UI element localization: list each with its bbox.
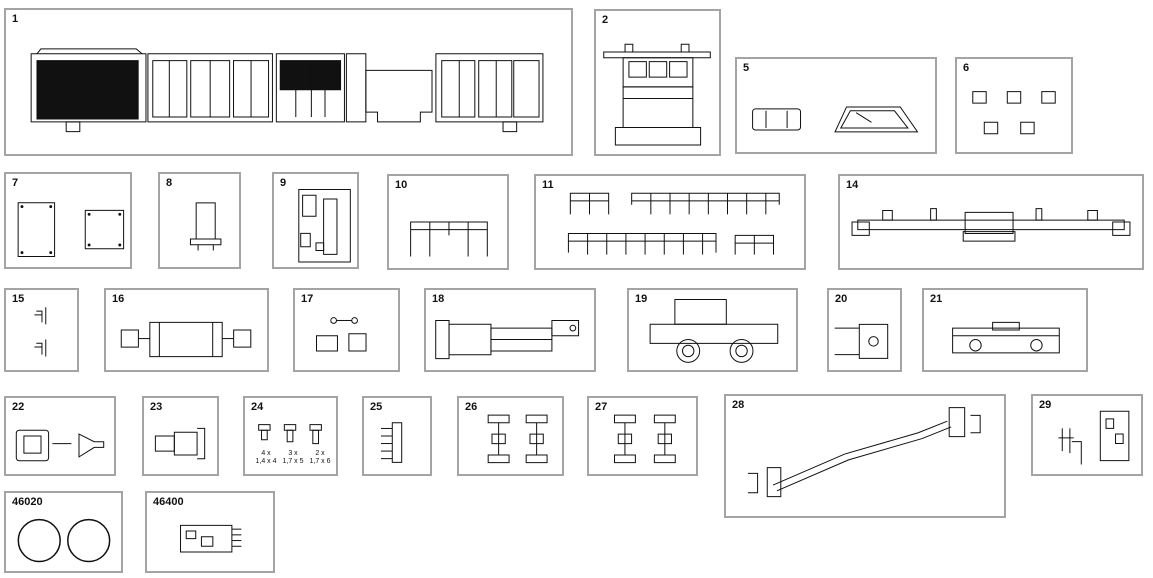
- part-1-locomotive-body: 1: [4, 8, 573, 156]
- part-number: 2: [602, 14, 609, 26]
- screws-drawing: [245, 398, 336, 474]
- wiring-harness-drawing: [726, 396, 1004, 516]
- bogie-drawing: [629, 290, 796, 370]
- part-number: 5: [743, 62, 750, 74]
- coupler-head-drawing: [144, 398, 217, 474]
- wheelsets-drawing: [589, 398, 696, 474]
- part-number: 29: [1039, 399, 1052, 411]
- cab-drawing: [596, 11, 719, 154]
- traction-tyres-drawing: [6, 493, 121, 571]
- part-number: 25: [370, 401, 383, 413]
- part-number: 7: [12, 177, 19, 189]
- part-21-bogie-frame: 21: [922, 288, 1088, 372]
- part-number: 15: [12, 293, 25, 305]
- part-number: 19: [635, 293, 648, 305]
- part-46400-decoder: 46400: [145, 491, 275, 573]
- plates-drawing: [6, 174, 130, 267]
- bracket-drawing: [829, 290, 900, 370]
- part-8-light-guide: 8: [158, 172, 241, 269]
- part-number: 46400: [153, 496, 184, 508]
- connector-drawing: [364, 398, 430, 474]
- part-number: 28: [732, 399, 745, 411]
- wheelsets-drawing: [459, 398, 562, 474]
- motor-drawing: [106, 290, 267, 370]
- part-28-wiring-harness: 28: [724, 394, 1006, 518]
- part-number: 17: [301, 293, 314, 305]
- drive-shaft-drawing: [426, 290, 594, 370]
- screw-quantity: 3 x: [288, 450, 298, 457]
- part-29-contacts: 29: [1031, 394, 1143, 476]
- decoder-drawing: [147, 493, 273, 571]
- handrail-drawing: [389, 176, 507, 268]
- part-number: 11: [542, 179, 554, 191]
- light-guide-drawing: [160, 174, 239, 267]
- part-number: 21: [930, 293, 943, 305]
- part-7-plates: 7: [4, 172, 132, 269]
- part-17-cardan-shaft: 17: [293, 288, 400, 372]
- cardan-shaft-drawing: [295, 290, 398, 370]
- small-lenses-drawing: [957, 59, 1071, 152]
- part-number: 46020: [12, 496, 43, 508]
- part-2-cab: 2: [594, 9, 721, 156]
- part-6-small-lenses: 6: [955, 57, 1073, 154]
- part-number: 8: [166, 177, 173, 189]
- part-9-frame-detail: 9: [272, 172, 359, 269]
- pins-drawing: [6, 290, 77, 370]
- coupler-drawing: [6, 398, 114, 474]
- screw-quantity: 4 x: [261, 450, 271, 457]
- part-20-bracket: 20: [827, 288, 902, 372]
- part-number: 16: [112, 293, 125, 305]
- part-22-coupler: 22: [4, 396, 116, 476]
- part-23-coupler-head: 23: [142, 396, 219, 476]
- part-number: 6: [963, 62, 970, 74]
- part-18-drive-shaft: 18: [424, 288, 596, 372]
- screw-label-2: 3 x 1,7 x 5: [280, 450, 306, 466]
- part-number: 24: [251, 401, 264, 413]
- part-14-chassis-frame: 14: [838, 174, 1144, 270]
- contacts-drawing: [1033, 396, 1141, 474]
- part-27-wheelsets: 27: [587, 396, 698, 476]
- part-19-bogie: 19: [627, 288, 798, 372]
- part-number: 23: [150, 401, 163, 413]
- screw-label-1: 4 x 1,4 x 4: [253, 450, 279, 466]
- screw-quantity: 2 x: [315, 450, 325, 457]
- part-number: 1: [12, 13, 19, 25]
- part-11-railings: 11: [534, 174, 806, 270]
- part-number: 10: [395, 179, 408, 191]
- screw-size: 1,4 x 4: [255, 458, 277, 465]
- bogie-frame-drawing: [924, 290, 1086, 370]
- screw-size: 1,7 x 6: [309, 458, 331, 465]
- part-number: 26: [465, 401, 478, 413]
- frame-detail-drawing: [274, 174, 357, 267]
- part-46020-traction-tyres: 46020: [4, 491, 123, 573]
- part-10-handrail: 10: [387, 174, 509, 270]
- windows-drawing: [737, 59, 935, 152]
- part-5-windows: 5: [735, 57, 937, 154]
- part-26-wheelsets: 26: [457, 396, 564, 476]
- part-number: 18: [432, 293, 445, 305]
- part-number: 20: [835, 293, 848, 305]
- part-number: 14: [846, 179, 859, 191]
- part-24-screws: 24 4 x 1,4 x 4 3 x 1,7 x 5 2 x 1,7 x 6: [243, 396, 338, 476]
- part-15-pins: 15: [4, 288, 79, 372]
- railings-drawing: [536, 176, 804, 268]
- part-number: 27: [595, 401, 608, 413]
- part-number: 9: [280, 177, 287, 189]
- screw-label-3: 2 x 1,7 x 6: [307, 450, 333, 466]
- part-16-motor: 16: [104, 288, 269, 372]
- chassis-frame-drawing: [840, 176, 1142, 268]
- part-number: 22: [12, 401, 25, 413]
- locomotive-body-drawing: [6, 10, 571, 154]
- part-25-connector: 25: [362, 396, 432, 476]
- screw-size: 1,7 x 5: [282, 458, 304, 465]
